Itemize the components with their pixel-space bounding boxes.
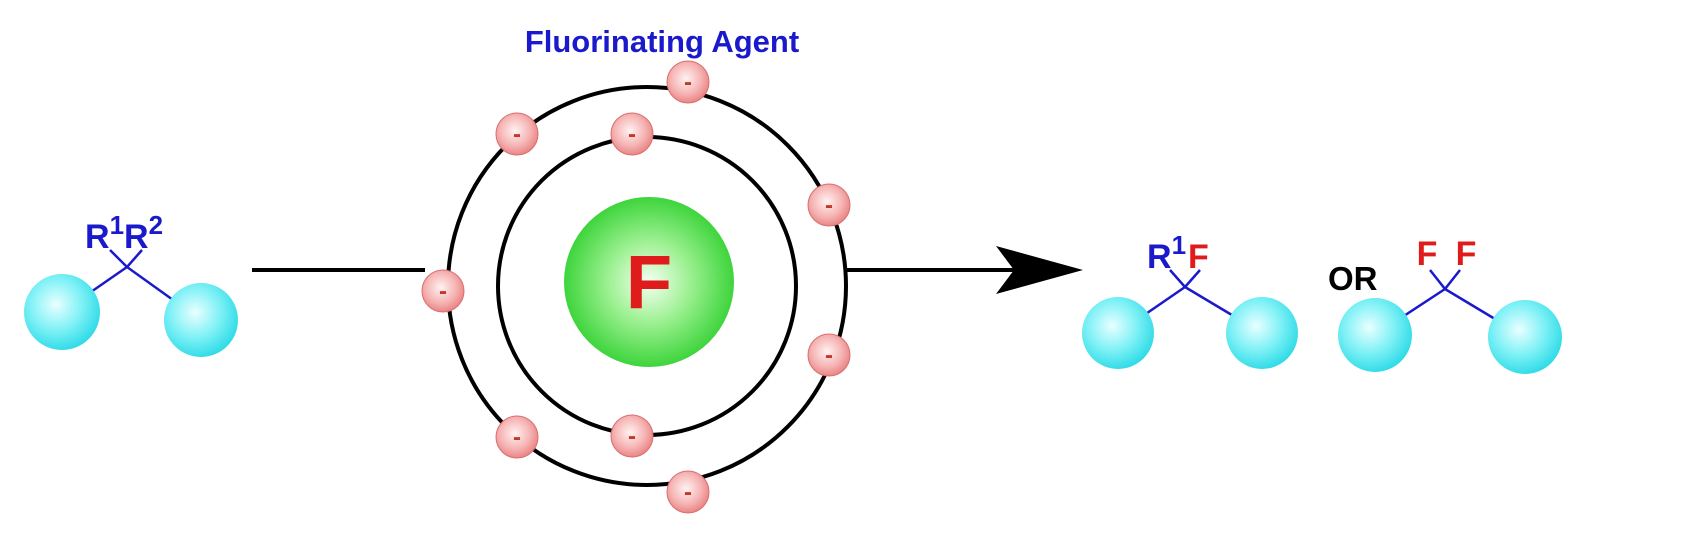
product1-ring-left: [1082, 297, 1154, 369]
electron: -: [666, 470, 710, 514]
product1-bond-up-left: [1169, 269, 1186, 288]
electron-sphere: [610, 414, 654, 458]
fluorine-nucleus: [564, 197, 734, 367]
electron: -: [495, 415, 539, 459]
reactant-bond-up-left: [109, 249, 128, 268]
reactant-ring-right: [164, 283, 238, 357]
electron-charge: -: [513, 121, 521, 148]
electron-charge: -: [513, 424, 521, 451]
product1-ring-right: [1226, 297, 1298, 369]
product2-bond-up-right: [1444, 269, 1461, 290]
product2-ring-right: [1488, 300, 1562, 374]
nucleus-symbol: F: [626, 240, 672, 325]
reactant-molecule: R1R2: [24, 210, 238, 357]
electron-sphere: [807, 183, 851, 227]
electron: -: [807, 333, 851, 377]
electron: -: [666, 60, 710, 104]
electron-charge: -: [439, 278, 447, 305]
electron-sphere: [495, 415, 539, 459]
agent-title: Fluorinating Agent: [525, 24, 799, 59]
electron-charge: -: [825, 192, 833, 219]
electron: -: [610, 112, 654, 156]
product2-ring-left: [1338, 298, 1412, 372]
product2-bond-up-left: [1429, 269, 1446, 290]
electron-sphere: [666, 60, 710, 104]
electron-charge: -: [684, 69, 692, 96]
electron-sphere: [421, 269, 465, 313]
electron-sphere: [807, 333, 851, 377]
electron-sphere: [666, 470, 710, 514]
electron-sphere: [610, 112, 654, 156]
electron-charge: -: [684, 479, 692, 506]
electron: -: [421, 269, 465, 313]
reactant-substituents: R1R2: [85, 210, 163, 256]
product1-molecule: R1F: [1082, 230, 1298, 369]
electron-charge: -: [825, 342, 833, 369]
electron-charge: -: [628, 121, 636, 148]
reactant-bond-up-right: [126, 249, 143, 268]
product2-substituent-1: F: [1417, 235, 1438, 273]
reaction-arrowhead: [996, 246, 1083, 294]
product1-substituents: R1F: [1147, 230, 1209, 276]
electron: -: [807, 183, 851, 227]
or-connector: OR: [1328, 260, 1378, 297]
product2-molecule: F F: [1338, 235, 1562, 374]
electron: -: [610, 414, 654, 458]
product1-bond-up-right: [1184, 269, 1201, 288]
electron-charge: -: [628, 423, 636, 450]
product2-substituent-2: F: [1456, 235, 1477, 273]
electrons: - - - - - - - - -: [421, 60, 851, 514]
fluorinating-agent: Fluorinating Agent F - - - - - - - - -: [421, 24, 851, 514]
electron: -: [495, 112, 539, 156]
electron-sphere: [495, 112, 539, 156]
reactant-ring-left: [24, 274, 100, 350]
